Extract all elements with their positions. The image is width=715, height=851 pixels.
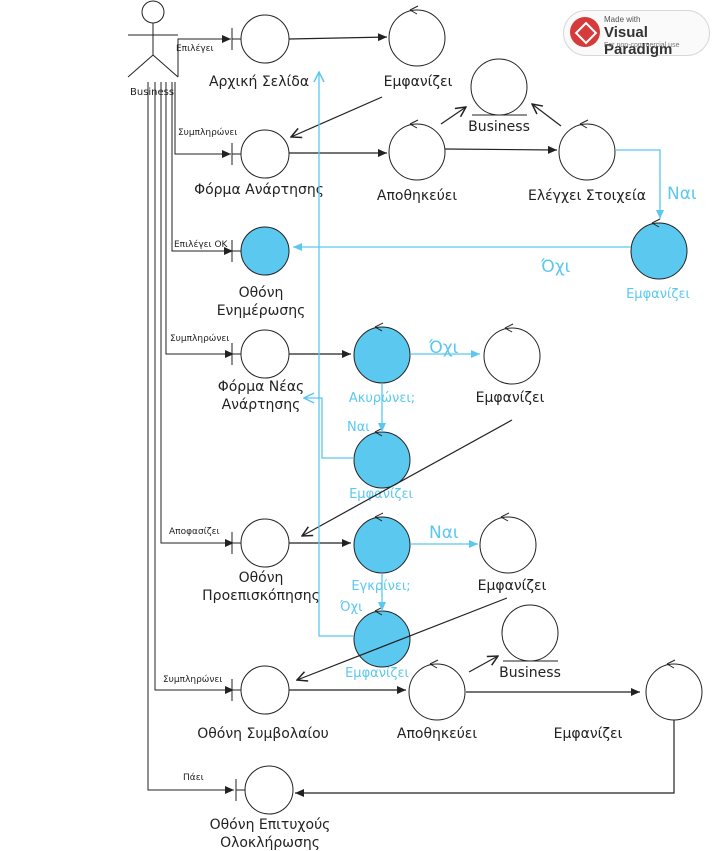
guard-oxi-3: Όχι [339, 600, 362, 615]
msg-label-5: Αποφασίζει [169, 527, 220, 537]
label-emfanizei-6: Εμφανίζει [345, 666, 409, 681]
label-apothikevei-2: Αποθηκεύει [397, 726, 477, 742]
boundary-forma-neas[interactable] [231, 329, 290, 379]
label-emfanizei-3: Εμφανίζει [476, 390, 545, 406]
label-arxiki: Αρχική Σελίδα [209, 74, 309, 90]
badge-name: Visual Paradigm [604, 24, 673, 58]
entity-business-2[interactable] [501, 604, 559, 662]
control-emfanizei-7[interactable] [645, 659, 703, 721]
guard-oxi-2: Όχι [428, 338, 459, 358]
msg-label-3: Επιλέγει ΟΚ [174, 239, 229, 250]
label-epityxia-1: Οθόνη Επιτυχούς [210, 817, 331, 833]
label-proep-2: Προεπισκόπησης [202, 588, 320, 604]
actor-business[interactable] [127, 0, 179, 78]
control-emfanizei-6[interactable] [353, 606, 411, 668]
control-elegxei-stoixeia[interactable] [558, 119, 616, 181]
control-akyronei[interactable] [353, 322, 411, 384]
boundary-forma-anartisis[interactable] [231, 129, 290, 179]
label-enimerosi-2: Ενημέρωσης [217, 303, 306, 319]
control-emfanizei-4[interactable] [353, 427, 411, 489]
label-egkrinei: Εγκρίνει; [351, 579, 410, 594]
control-apothikevei-2[interactable] [408, 659, 466, 721]
actor-label: Business [130, 87, 174, 98]
label-emfanizei-5: Εμφανίζει [478, 578, 547, 594]
control-egkrinei[interactable] [353, 512, 411, 574]
boundary-othoni-enimerosis[interactable] [231, 226, 290, 276]
badge-subtitle: For non-commercial use [604, 42, 680, 49]
msg-label-2: Συμπληρώνει [178, 127, 237, 138]
actor-lifelines [147, 35, 234, 794]
label-forma-nea-2: Ανάρτησης [222, 397, 301, 413]
label-business-1: Business [468, 119, 530, 135]
control-emfanizei-2[interactable] [630, 218, 688, 280]
connectors-black [288, 33, 675, 797]
guard-nai-3: Ναι [429, 523, 459, 543]
boundary-arxiki-selida[interactable] [231, 14, 290, 64]
msg-label-1: Επιλέγει [176, 43, 214, 54]
label-symvolaio: Οθόνη Συμβολαίου [197, 726, 329, 742]
label-emfanizei-2: Εμφανίζει [626, 287, 690, 302]
boundary-othoni-epityxias[interactable] [235, 765, 294, 815]
boundary-othoni-symvolaiou[interactable] [231, 665, 290, 715]
badge-made-with: Made with [604, 15, 641, 24]
connectors-blue [293, 72, 664, 637]
label-emfanizei-4: Εμφανίζει [349, 487, 413, 502]
label-epityxia-2: Ολοκλήρωσης [220, 835, 320, 851]
label-business-2: Business [499, 665, 561, 681]
control-emfanizei-3[interactable] [483, 323, 541, 385]
control-apothikevei-1[interactable] [388, 119, 446, 181]
boundary-othoni-proepiskopisis[interactable] [231, 518, 290, 568]
visual-paradigm-logo-icon [570, 17, 600, 47]
label-emfanizei-1: Εμφανίζει [384, 74, 453, 90]
label-forma: Φόρμα Ανάρτησης [194, 182, 324, 198]
control-emfanizei-5[interactable] [479, 512, 537, 574]
label-emfanizei-7: Εμφανίζει [554, 726, 623, 742]
entity-business-1[interactable] [470, 58, 528, 116]
guard-nai-2: Ναι [347, 420, 370, 435]
msg-label-6: Συμπληρώνει [163, 674, 222, 685]
label-enimerosi-1: Οθόνη [239, 285, 284, 301]
visual-paradigm-badge: Made with Visual Paradigm For non-commer… [563, 10, 710, 58]
guard-nai-1: Ναι [667, 184, 697, 204]
msg-label-7: Πάει [183, 773, 204, 783]
guard-oxi-1: Όχι [540, 257, 571, 277]
msg-label-4: Συμπληρώνει [170, 333, 229, 344]
label-elegxei: Ελέγχει Στοιχεία [528, 188, 646, 204]
label-forma-nea-1: Φόρμα Νέας [218, 379, 305, 395]
control-emfanizei-1[interactable] [388, 5, 446, 67]
label-proep-1: Οθόνη [239, 570, 284, 586]
label-apothikevei-1: Αποθηκεύει [377, 188, 457, 204]
